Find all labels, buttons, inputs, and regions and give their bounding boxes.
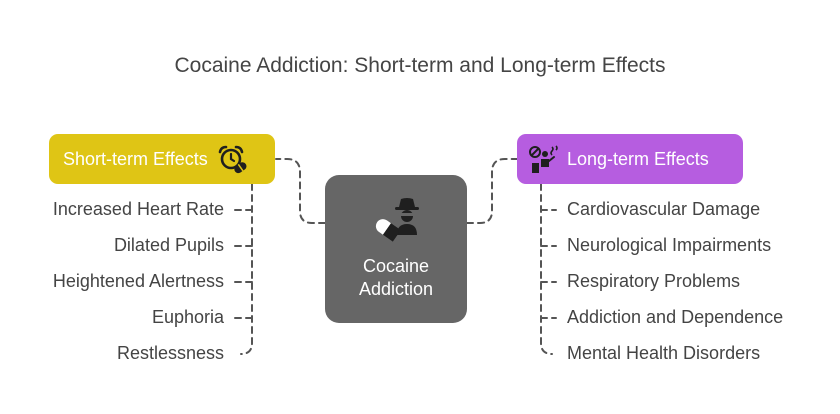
- long-term-item: Neurological Impairments: [567, 235, 772, 255]
- connector-long-trunk: [540, 183, 553, 355]
- short-term-item: Restlessness: [116, 343, 224, 363]
- connector-center-long: [466, 158, 518, 224]
- short-term-label: Short-term Effects: [63, 148, 208, 169]
- long-term-item: Mental Health Disorders: [567, 343, 761, 363]
- central-node: Cocaine Addiction: [325, 175, 467, 323]
- short-term-item: Euphoria: [151, 307, 224, 327]
- pill-spy-icon: [375, 198, 419, 242]
- central-label-line2: Addiction: [358, 279, 434, 299]
- long-term-effects-node: Long-term Effects: [517, 134, 743, 184]
- connector-short-trunk: [240, 183, 253, 355]
- long-term-label: Long-term Effects: [567, 148, 709, 169]
- alarm-pill-icon: [218, 145, 247, 174]
- long-term-item: Addiction and Dependence: [567, 307, 784, 327]
- diagram-title: Cocaine Addiction: Short-term and Long-t…: [174, 54, 666, 77]
- short-term-item: Heightened Alertness: [52, 271, 224, 291]
- connector-center-short: [275, 158, 326, 224]
- long-term-item: Respiratory Problems: [567, 271, 741, 291]
- short-term-item: Dilated Pupils: [113, 235, 224, 255]
- short-term-effects-node: Short-term Effects: [49, 134, 275, 184]
- addiction-person-icon: [529, 145, 558, 173]
- central-label-line1: Cocaine: [362, 256, 430, 276]
- long-term-item: Cardiovascular Damage: [567, 199, 761, 219]
- short-term-item: Increased Heart Rate: [52, 199, 224, 219]
